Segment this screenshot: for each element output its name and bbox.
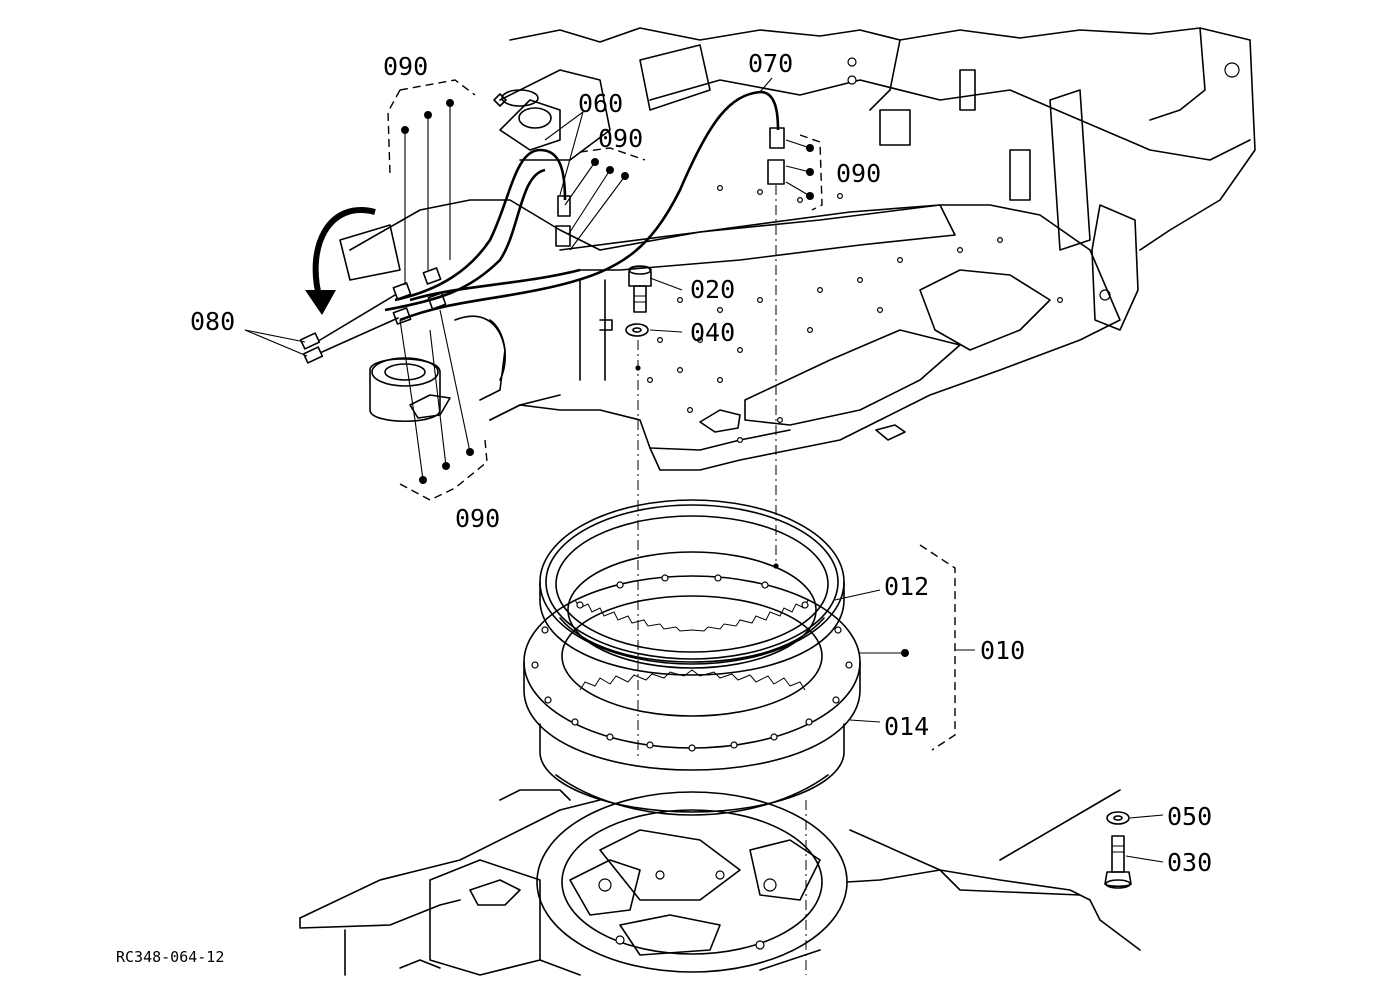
label-020: 020 xyxy=(690,275,735,304)
washer-040 xyxy=(625,323,649,337)
bracket-090-top-left xyxy=(387,79,476,285)
label-090-top-left: 090 xyxy=(383,52,428,81)
bracket-010 xyxy=(919,544,956,751)
bracket-090-bottom xyxy=(399,309,488,501)
bolt-030 xyxy=(1104,835,1132,889)
swing-bearing-outer-ring-014 xyxy=(523,574,861,816)
direction-arrow-icon xyxy=(305,207,376,315)
label-012: 012 xyxy=(884,572,929,601)
bearing-bolt-holes xyxy=(531,574,853,752)
label-080: 080 xyxy=(190,307,235,336)
label-010: 010 xyxy=(980,636,1025,665)
bracket-090-right xyxy=(785,134,823,211)
drawing-reference: RC348-064-12 xyxy=(116,948,224,966)
fittings-080 xyxy=(299,267,447,364)
part-labels: 090 060 070 090 090 020 040 080 090 012 … xyxy=(116,49,1212,966)
label-030: 030 xyxy=(1167,848,1212,877)
bracket-090-mid xyxy=(564,147,646,251)
deck-holes xyxy=(646,185,1063,444)
swing-bearing-upper-ring-012 xyxy=(539,499,845,676)
swing-bearing-internal-gear xyxy=(561,551,823,717)
label-060: 060 xyxy=(578,89,623,118)
leader-lines xyxy=(244,77,1164,863)
label-040: 040 xyxy=(690,318,735,347)
washer-050 xyxy=(1106,811,1130,825)
track-frame xyxy=(299,789,1141,976)
label-014: 014 xyxy=(884,712,929,741)
upper-frame xyxy=(339,27,1256,471)
label-090-bottom: 090 xyxy=(455,504,500,533)
label-090-right: 090 xyxy=(836,159,881,188)
label-070: 070 xyxy=(748,49,793,78)
hose-060 xyxy=(384,148,571,312)
label-050: 050 xyxy=(1167,802,1212,831)
label-090-mid: 090 xyxy=(598,124,643,153)
bolt-020 xyxy=(628,265,652,313)
